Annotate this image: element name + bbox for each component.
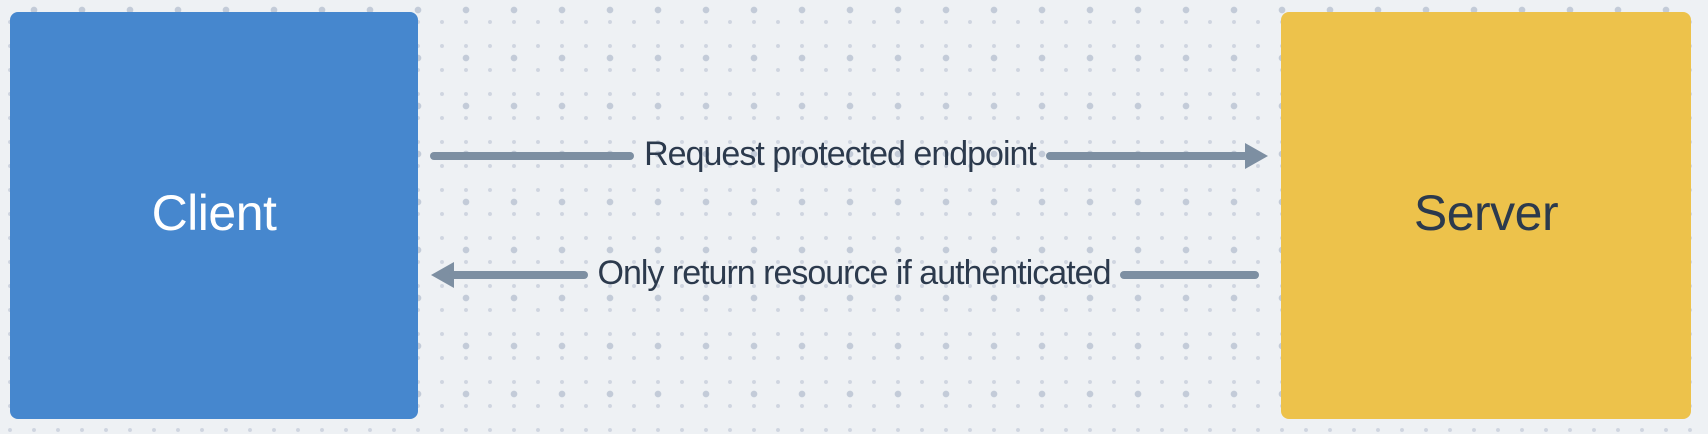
server-node-label: Server (1413, 184, 1559, 241)
arrowhead-right-icon (1245, 143, 1268, 169)
request-edge-line-left (430, 152, 635, 160)
request-edge[interactable]: Request protected endpoint (430, 136, 1268, 176)
request-edge-line-right (1045, 152, 1250, 160)
response-edge-label: Only return resource if authenticated (597, 254, 1112, 292)
client-node-label: Client (151, 184, 277, 241)
response-edge-line-right (1120, 271, 1259, 279)
arrowhead-left-icon (431, 262, 454, 288)
response-edge[interactable]: Only return resource if authenticated (431, 255, 1259, 295)
response-edge-line-left (449, 271, 588, 279)
server-node[interactable]: Server (1281, 12, 1691, 419)
request-edge-label: Request protected endpoint (644, 135, 1037, 173)
client-node[interactable]: Client (10, 12, 418, 419)
